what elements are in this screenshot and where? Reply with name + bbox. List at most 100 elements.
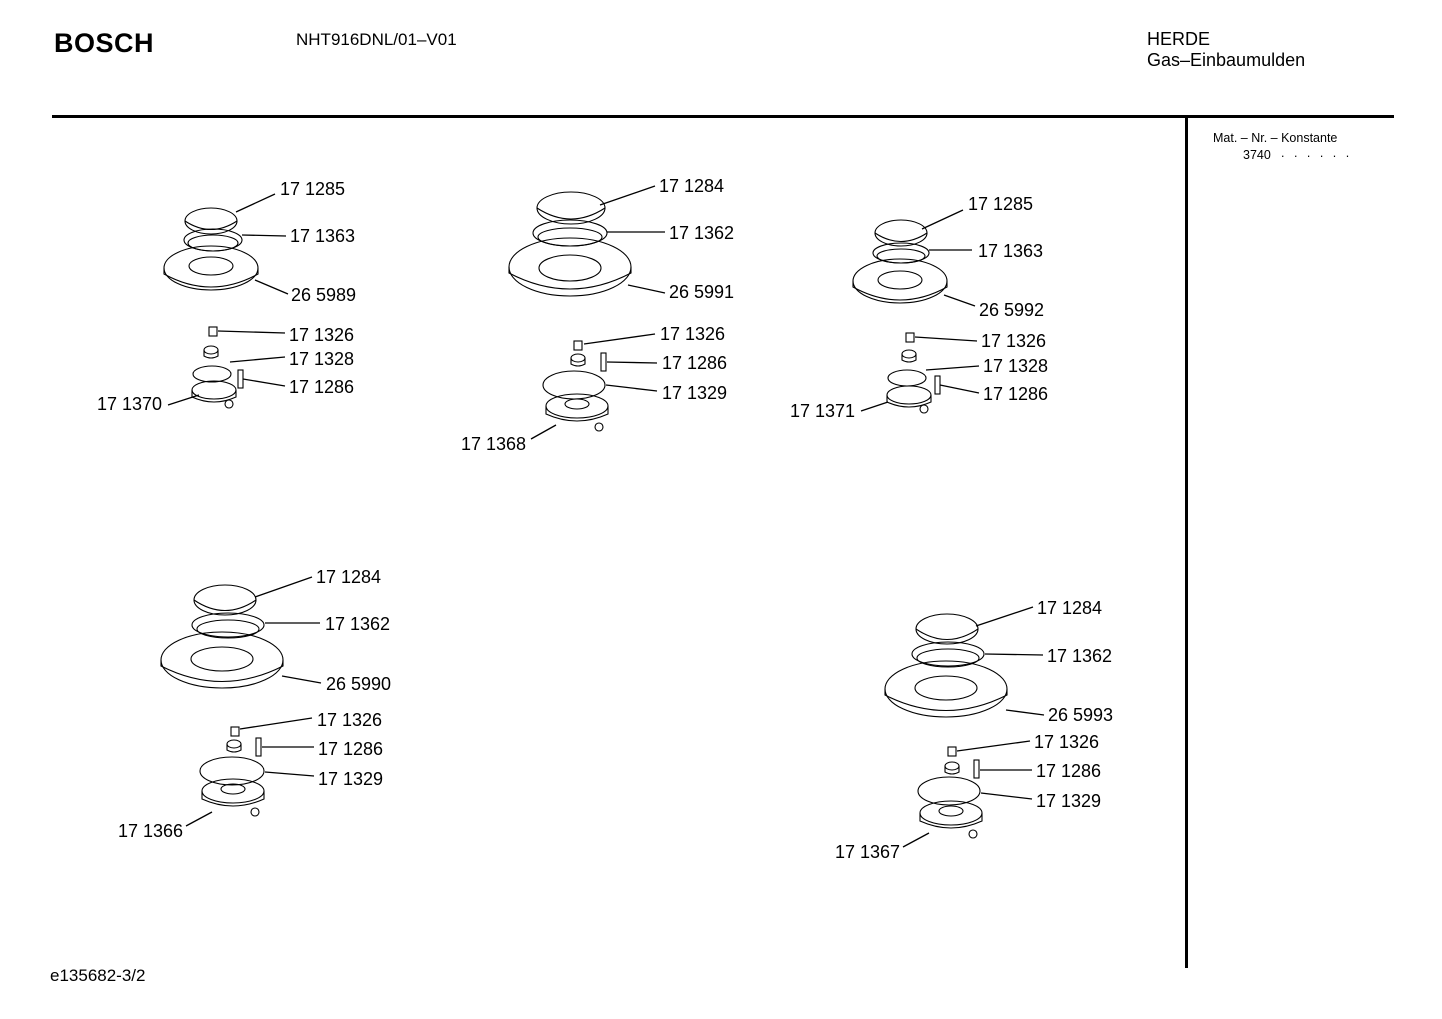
leader-line [239, 717, 313, 730]
assembly-burner-a: 17 1285 17 1363 26 5989 17 1326 17 1328 … [97, 179, 356, 414]
part-number: 17 1326 [317, 710, 382, 730]
leader-line [281, 675, 322, 684]
part-number: 17 1362 [669, 223, 734, 243]
burner-plate [160, 631, 284, 689]
part-number: 17 1362 [1047, 646, 1112, 666]
part-number: 17 1370 [97, 394, 162, 414]
part-number: 17 1326 [660, 324, 725, 344]
part-number: 17 1366 [118, 821, 183, 841]
burner-cap [184, 207, 238, 235]
leader-line [943, 294, 976, 307]
leader-line [254, 279, 289, 295]
burner-base-ring [191, 365, 237, 409]
part-number: 26 5991 [669, 282, 734, 302]
part-number: 26 5989 [291, 285, 356, 305]
assembly-burner-c: 17 1285 17 1363 26 5992 17 1326 17 1328 … [790, 194, 1048, 421]
gas-jet [947, 746, 957, 757]
part-number: 17 1286 [1036, 761, 1101, 781]
leader-line [254, 576, 313, 598]
part-number: 17 1326 [289, 325, 354, 345]
leader-line [627, 284, 666, 294]
gas-jet [208, 326, 218, 337]
assembly-burner-d: 17 1284 17 1362 26 5990 17 1326 17 1286 … [118, 567, 391, 841]
assembly-burner-b: 17 1284 17 1362 26 5991 17 1326 17 1286 … [461, 176, 734, 454]
burner-plate [163, 245, 259, 291]
leader-line [241, 234, 287, 237]
burner-plate [884, 660, 1008, 718]
leader-line [902, 832, 930, 848]
burner-cap [915, 613, 979, 645]
burner-crown [872, 242, 930, 264]
thermocouple [255, 737, 262, 757]
category-title: HERDE [1147, 29, 1211, 49]
leader-line [925, 365, 980, 371]
part-number: 26 5993 [1048, 705, 1113, 725]
material-number-dots: . . . . . . [1281, 146, 1353, 160]
leader-line [605, 384, 658, 392]
leader-line [229, 356, 286, 363]
leader-line [860, 401, 889, 412]
burner-base-ring [199, 756, 265, 817]
material-number-label: Mat. – Nr. – Konstante [1213, 131, 1338, 145]
burner-base-ring [886, 369, 932, 414]
part-number: 17 1329 [318, 769, 383, 789]
sidebar-divider [1185, 118, 1188, 968]
burner-plate [852, 258, 948, 304]
leader-line [914, 336, 978, 342]
material-number-value: 3740 [1243, 148, 1271, 162]
part-number: 17 1371 [790, 401, 855, 421]
jet-sleeve [203, 345, 219, 359]
part-number: 17 1285 [968, 194, 1033, 214]
thermocouple [237, 369, 244, 389]
leader-line [217, 330, 286, 334]
leader-line [242, 378, 286, 387]
part-number: 17 1284 [1037, 598, 1102, 618]
leader-line [939, 384, 980, 394]
leader-line [606, 361, 658, 364]
jet-sleeve [901, 349, 917, 363]
brand-logo: BOSCH [54, 28, 155, 58]
part-number: 17 1363 [978, 241, 1043, 261]
part-number: 17 1368 [461, 434, 526, 454]
burner-cap [193, 584, 257, 616]
part-number: 17 1328 [983, 356, 1048, 376]
thermocouple [600, 352, 607, 372]
burner-base-ring [542, 370, 609, 432]
thermocouple [934, 375, 941, 395]
part-number: 17 1363 [290, 226, 355, 246]
part-number: 17 1284 [659, 176, 724, 196]
part-number: 17 1367 [835, 842, 900, 862]
leader-line [921, 209, 964, 230]
part-number: 17 1326 [1034, 732, 1099, 752]
leader-line [185, 811, 213, 827]
part-number: 17 1284 [316, 567, 381, 587]
burner-crown [911, 641, 985, 668]
gas-jet [905, 332, 915, 343]
thermocouple [973, 759, 980, 779]
leader-line [235, 193, 276, 213]
leader-line [975, 606, 1034, 627]
burner-crown [183, 228, 243, 252]
part-number: 17 1286 [662, 353, 727, 373]
part-number: 17 1286 [289, 377, 354, 397]
burner-cap [874, 219, 928, 247]
part-number: 26 5992 [979, 300, 1044, 320]
subcategory-title: Gas–Einbaumulden [1147, 50, 1306, 70]
burner-base-ring [917, 776, 983, 839]
part-number: 17 1362 [325, 614, 390, 634]
burner-crown [191, 612, 265, 639]
leader-line [980, 792, 1033, 800]
part-number: 17 1329 [662, 383, 727, 403]
burner-plate [508, 237, 632, 297]
part-number: 17 1285 [280, 179, 345, 199]
gas-jet [230, 726, 240, 737]
part-number: 17 1286 [983, 384, 1048, 404]
model-number: NHT916DNL/01–V01 [296, 30, 457, 49]
part-number: 17 1286 [318, 739, 383, 759]
burner-crown [532, 219, 608, 247]
jet-sleeve [226, 739, 242, 753]
leader-line [599, 185, 656, 206]
leader-line [167, 394, 200, 406]
